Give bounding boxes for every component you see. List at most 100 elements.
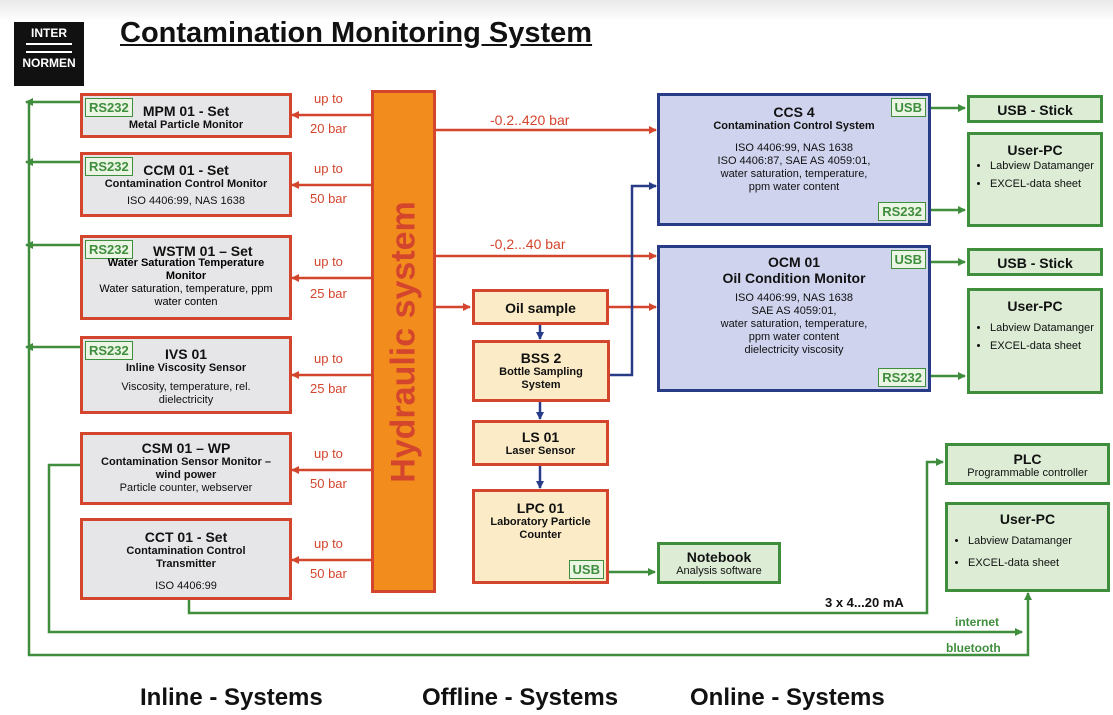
ivs-box[interactable]: RS232 IVS 01 Inline Viscosity Sensor Vis…	[80, 336, 292, 414]
ocm-spec-line: ppm water content	[748, 331, 840, 343]
cct-box[interactable]: CCT 01 - Set Contamination Control Trans…	[80, 518, 292, 600]
wstm-title: WSTM 01 – Set	[153, 243, 253, 259]
logo-text-top: INTER	[31, 26, 67, 40]
ivs-subtitle: Inline Viscosity Sensor	[125, 362, 247, 374]
ocm-range-label: -0,2...40 bar	[490, 236, 566, 252]
wstm-desc: Water saturation, temperature, ppm water…	[99, 283, 273, 308]
pressure-label: 20 bar	[310, 121, 347, 136]
pressure-label: up to	[314, 446, 343, 461]
ccs-range-label: -0.2..420 bar	[490, 112, 570, 128]
ccm-desc: ISO 4406:99, NAS 1638	[126, 195, 246, 207]
oil-sample-box[interactable]: Oil sample	[472, 289, 609, 325]
notebook-subtitle: Analysis software	[676, 565, 762, 577]
rs232-port: RS232	[85, 341, 133, 360]
pressure-label: 50 bar	[310, 476, 347, 491]
usb-stick-box[interactable]: USB - Stick	[967, 95, 1103, 123]
mpm-box[interactable]: RS232 MPM 01 - Set Metal Particle Monito…	[80, 93, 292, 138]
user-pc-item: Labview Datamanger	[968, 535, 1107, 548]
internormen-logo: INTER NORMEN	[14, 22, 84, 86]
user-pc-item: EXCEL-data sheet	[990, 178, 1100, 191]
analog-signal-label: 3 x 4...20 mA	[825, 595, 904, 610]
user-pc-item: Labview Datamanger	[990, 160, 1100, 173]
mpm-title: MPM 01 - Set	[142, 103, 230, 119]
ivs-desc: Viscosity, temperature, rel. dielectrici…	[121, 381, 251, 406]
ccs-spec-line: water saturation, temperature,	[720, 168, 868, 180]
usb-stick-label: USB - Stick	[997, 102, 1073, 118]
usb-stick-box[interactable]: USB - Stick	[967, 248, 1103, 276]
user-pc-box[interactable]: User-PC Labview Datamanger EXCEL-data sh…	[967, 288, 1103, 394]
user-pc-bottom-box[interactable]: User-PC Labview Datamanger EXCEL-data sh…	[945, 502, 1110, 592]
pressure-label: up to	[314, 254, 343, 269]
usb-port: USB	[568, 560, 604, 579]
cct-title: CCT 01 - Set	[144, 529, 228, 545]
rs232-port: RS232	[85, 98, 133, 117]
plc-subtitle: Programmable controller	[967, 467, 1088, 479]
hydraulic-system-bar: Hydraulic system	[371, 90, 436, 593]
rs232-port: RS232	[878, 202, 926, 221]
user-pc-item: Labview Datamanger	[990, 322, 1100, 335]
ocm-spec-line: SAE AS 4059:01,	[751, 305, 837, 317]
csm-title: CSM 01 – WP	[141, 440, 231, 456]
ocm-spec-line: ISO 4406:99, NAS 1638	[734, 292, 854, 304]
hydraulic-system-label: Hydraulic system	[384, 200, 422, 483]
pressure-label: up to	[314, 351, 343, 366]
user-pc-list: Labview Datamanger EXCEL-data sheet	[948, 535, 1107, 570]
csm-desc: Particle counter, webserver	[119, 482, 253, 494]
ls-subtitle: Laser Sensor	[505, 445, 576, 457]
bss-box[interactable]: BSS 2 Bottle Sampling System	[472, 340, 610, 402]
cct-subtitle: Contamination Control Transmitter	[126, 545, 246, 570]
rs232-port: RS232	[878, 368, 926, 387]
inline-systems-heading: Inline - Systems	[140, 684, 323, 711]
ivs-title: IVS 01	[164, 346, 208, 362]
lpc-subtitle: Laboratory Particle Counter	[490, 516, 591, 541]
pressure-label: up to	[314, 91, 343, 106]
pressure-label: up to	[314, 161, 343, 176]
wstm-box[interactable]: RS232 WSTM 01 – Set	[80, 235, 292, 320]
ls-box[interactable]: LS 01 Laser Sensor	[472, 420, 609, 466]
usb-port: USB	[890, 250, 926, 269]
bss-subtitle: Bottle Sampling System	[499, 366, 583, 391]
pressure-label: 25 bar	[310, 381, 347, 396]
ccm-title: CCM 01 - Set	[143, 162, 229, 178]
ccs-box[interactable]: USB CCS 4 Contamination Control System I…	[657, 93, 931, 226]
csm-subtitle: Contamination Sensor Monitor – wind powe…	[101, 456, 271, 481]
notebook-title: Notebook	[686, 549, 752, 565]
ccs-spec-line: ISO 4406:99, NAS 1638	[734, 142, 854, 154]
notebook-box[interactable]: Notebook Analysis software	[657, 542, 781, 584]
logo-text-bottom: NORMEN	[22, 56, 76, 70]
ccs-title: CCS 4	[773, 104, 815, 120]
mpm-subtitle: Metal Particle Monitor	[128, 119, 244, 131]
logo-bar	[26, 43, 72, 53]
csm-box[interactable]: CSM 01 – WP Contamination Sensor Monitor…	[80, 432, 292, 505]
bluetooth-label: bluetooth	[946, 641, 1001, 655]
ocm-spec-line: water saturation, temperature,	[720, 318, 868, 330]
internet-label: internet	[955, 615, 1000, 629]
ocm-subtitle: Oil Condition Monitor	[722, 270, 866, 286]
user-pc-title: User-PC	[999, 511, 1056, 527]
rs232-port: RS232	[85, 240, 133, 259]
user-pc-box[interactable]: User-PC Labview Datamanger EXCEL-data sh…	[967, 132, 1103, 227]
offline-systems-heading: Offline - Systems	[422, 684, 619, 711]
bss-title: BSS 2	[520, 350, 562, 366]
pressure-label: 50 bar	[310, 566, 347, 581]
usb-port: USB	[890, 98, 926, 117]
user-pc-list: Labview Datamanger EXCEL-data sheet	[970, 160, 1100, 191]
ccm-subtitle: Contamination Control Monitor	[104, 178, 268, 190]
user-pc-item: EXCEL-data sheet	[968, 557, 1107, 570]
ccs-spec-line: ppm water content	[748, 181, 840, 193]
pressure-label: 50 bar	[310, 191, 347, 206]
pressure-label: up to	[314, 536, 343, 551]
wstm-body: Water Saturation Temperature Monitor Wat…	[84, 257, 288, 309]
plc-box[interactable]: PLC Programmable controller	[945, 443, 1110, 485]
ocm-box[interactable]: USB OCM 01 Oil Condition Monitor ISO 440…	[657, 245, 931, 392]
oil-sample-label: Oil sample	[505, 300, 576, 316]
user-pc-item: EXCEL-data sheet	[990, 340, 1100, 353]
user-pc-title: User-PC	[1007, 298, 1063, 314]
wstm-subtitle: Water Saturation Temperature Monitor	[107, 257, 265, 282]
plc-title: PLC	[1013, 451, 1042, 467]
ccm-box[interactable]: RS232 CCM 01 - Set Contamination Control…	[80, 152, 292, 217]
ocm-title: OCM 01	[767, 254, 821, 270]
lpc-box[interactable]: LPC 01 Laboratory Particle Counter USB	[472, 489, 609, 584]
